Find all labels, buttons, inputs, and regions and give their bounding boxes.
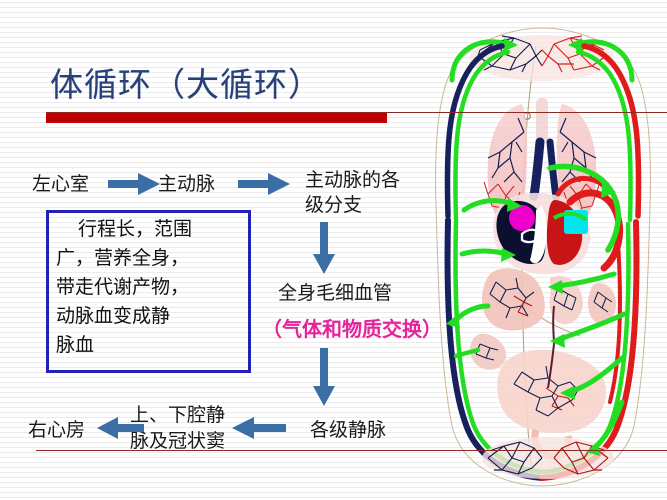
spleen: [588, 283, 616, 324]
label-aorta-branches: 主动脉的各 级分支: [305, 169, 401, 216]
pancreas: [470, 333, 507, 370]
arrow-lv-to-aorta: [108, 173, 160, 195]
lungs: [483, 98, 601, 226]
label-gas-substance-exchange: （气体和物质交换）: [262, 317, 442, 341]
arrow-branches-to-capillaries: [313, 222, 335, 274]
arrow-aorta-to-branches: [238, 173, 290, 195]
liver: [482, 268, 545, 331]
label-left-ventricle: 左心室: [32, 173, 90, 195]
heart-flow-arrows: [459, 163, 621, 262]
lower-limb-capillaries: [482, 437, 614, 479]
callout-box: [46, 210, 251, 373]
anatomy-diagram: [435, 27, 651, 487]
arrow-capillaries-to-veins: [313, 348, 335, 406]
label-aorta: 主动脉: [158, 173, 216, 195]
label-vena-cava-coronary-sinus: 上、下腔静 脉及冠状窦: [130, 404, 226, 452]
callout-box-text: 行程长，范围 广，营养全身， 带走代谢产物， 动脉血变成静 脉血: [56, 218, 193, 356]
abdominal-flow-arrows: [446, 271, 627, 456]
arrow-veins-to-venacava: [232, 417, 286, 439]
label-systemic-capillaries: 全身毛细血管: [278, 282, 393, 304]
head-great-vessels: [444, 43, 642, 223]
title-underline-rule: [46, 112, 667, 113]
arrow-venacava-to-right-atrium: [97, 417, 144, 439]
label-right-atrium: 右心房: [28, 419, 86, 441]
right-atrium-marker: [509, 205, 535, 231]
page-title: 体循环（大循环）: [50, 65, 322, 104]
title-accent-bar: [46, 113, 387, 123]
bottom-rule: [36, 450, 667, 451]
label-veins: 各级静脉: [310, 419, 387, 441]
